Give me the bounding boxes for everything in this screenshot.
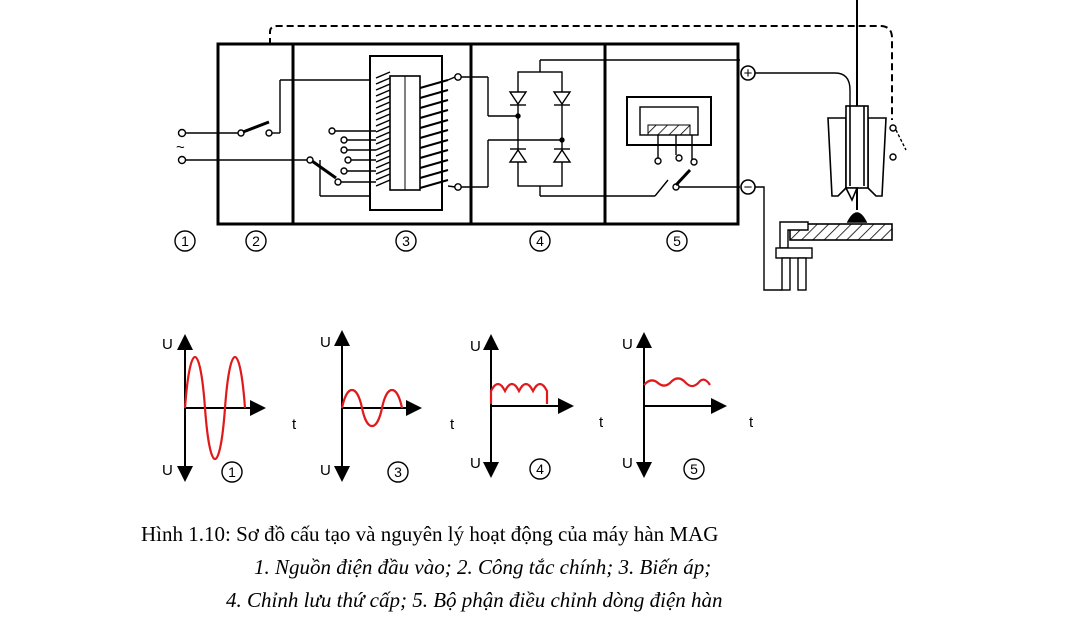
svg-text:U: U: [622, 336, 633, 353]
current-regulator: [626, 96, 740, 191]
svg-text:5: 5: [673, 233, 681, 249]
ac-symbol: ~: [176, 139, 185, 156]
wave-3-curve: [340, 388, 404, 428]
schematic: [177, 0, 907, 291]
svg-text:U: U: [320, 334, 331, 351]
svg-text:t: t: [292, 416, 297, 433]
svg-text:t: t: [599, 414, 604, 431]
figure-caption-title: Hình 1.10: Sơ đồ cấu tạo và nguyên lý ho…: [141, 522, 719, 546]
input-terminals: [177, 128, 308, 165]
svg-text:1: 1: [181, 233, 189, 249]
workpiece: [789, 223, 893, 241]
waveform-3: U U t 3: [320, 330, 455, 483]
svg-text:t: t: [450, 416, 455, 433]
svg-text:3: 3: [394, 464, 402, 480]
ground-clamp: [755, 186, 813, 291]
svg-text:4: 4: [536, 233, 544, 249]
svg-text:4: 4: [536, 461, 544, 477]
figure-caption-line-2: 1. Nguồn điện đầu vào; 2. Công tắc chính…: [254, 555, 712, 579]
plus-symbol: +: [744, 65, 753, 82]
svg-text:U: U: [470, 455, 481, 472]
welding-torch: [827, 105, 887, 223]
figure-caption-line-3: 4. Chỉnh lưu thứ cấp; 5. Bộ phận điều ch…: [226, 588, 723, 612]
torch-cable: [755, 72, 851, 118]
secondary-winding: [419, 78, 449, 190]
transformer: [306, 55, 462, 211]
svg-text:U: U: [162, 462, 173, 479]
control-dashed-line: [269, 25, 893, 120]
primary-winding: [375, 71, 391, 187]
svg-text:U: U: [622, 455, 633, 472]
wave-4-curve: [489, 382, 549, 404]
svg-text:3: 3: [402, 233, 410, 249]
tap-selector: [306, 127, 376, 197]
waveform-5: U U t 5: [622, 332, 754, 480]
gas-valve: [889, 124, 907, 161]
block-label-4: 4: [529, 230, 551, 252]
waveform-1: U U t 1: [162, 334, 297, 483]
block-label-1: 1: [174, 230, 196, 252]
svg-text:U: U: [470, 338, 481, 355]
block-labels: 1 2 3 4 5: [174, 230, 688, 252]
block-label-2: 2: [245, 230, 267, 252]
wave-5-curve: [643, 377, 711, 388]
wave-1-curve: [183, 356, 247, 460]
block-label-3: 3: [395, 230, 417, 252]
svg-text:5: 5: [690, 461, 698, 477]
minus-symbol: −: [744, 179, 753, 196]
svg-text:1: 1: [228, 464, 236, 480]
machine-housing: [216, 42, 740, 226]
rectifier-bridge: [461, 59, 740, 197]
svg-text:U: U: [320, 462, 331, 479]
main-switch: [237, 79, 370, 137]
block-label-5: 5: [666, 230, 688, 252]
svg-text:t: t: [749, 414, 754, 431]
svg-text:2: 2: [252, 233, 260, 249]
waveform-4: U U t 4: [470, 334, 604, 480]
svg-text:U: U: [162, 336, 173, 353]
